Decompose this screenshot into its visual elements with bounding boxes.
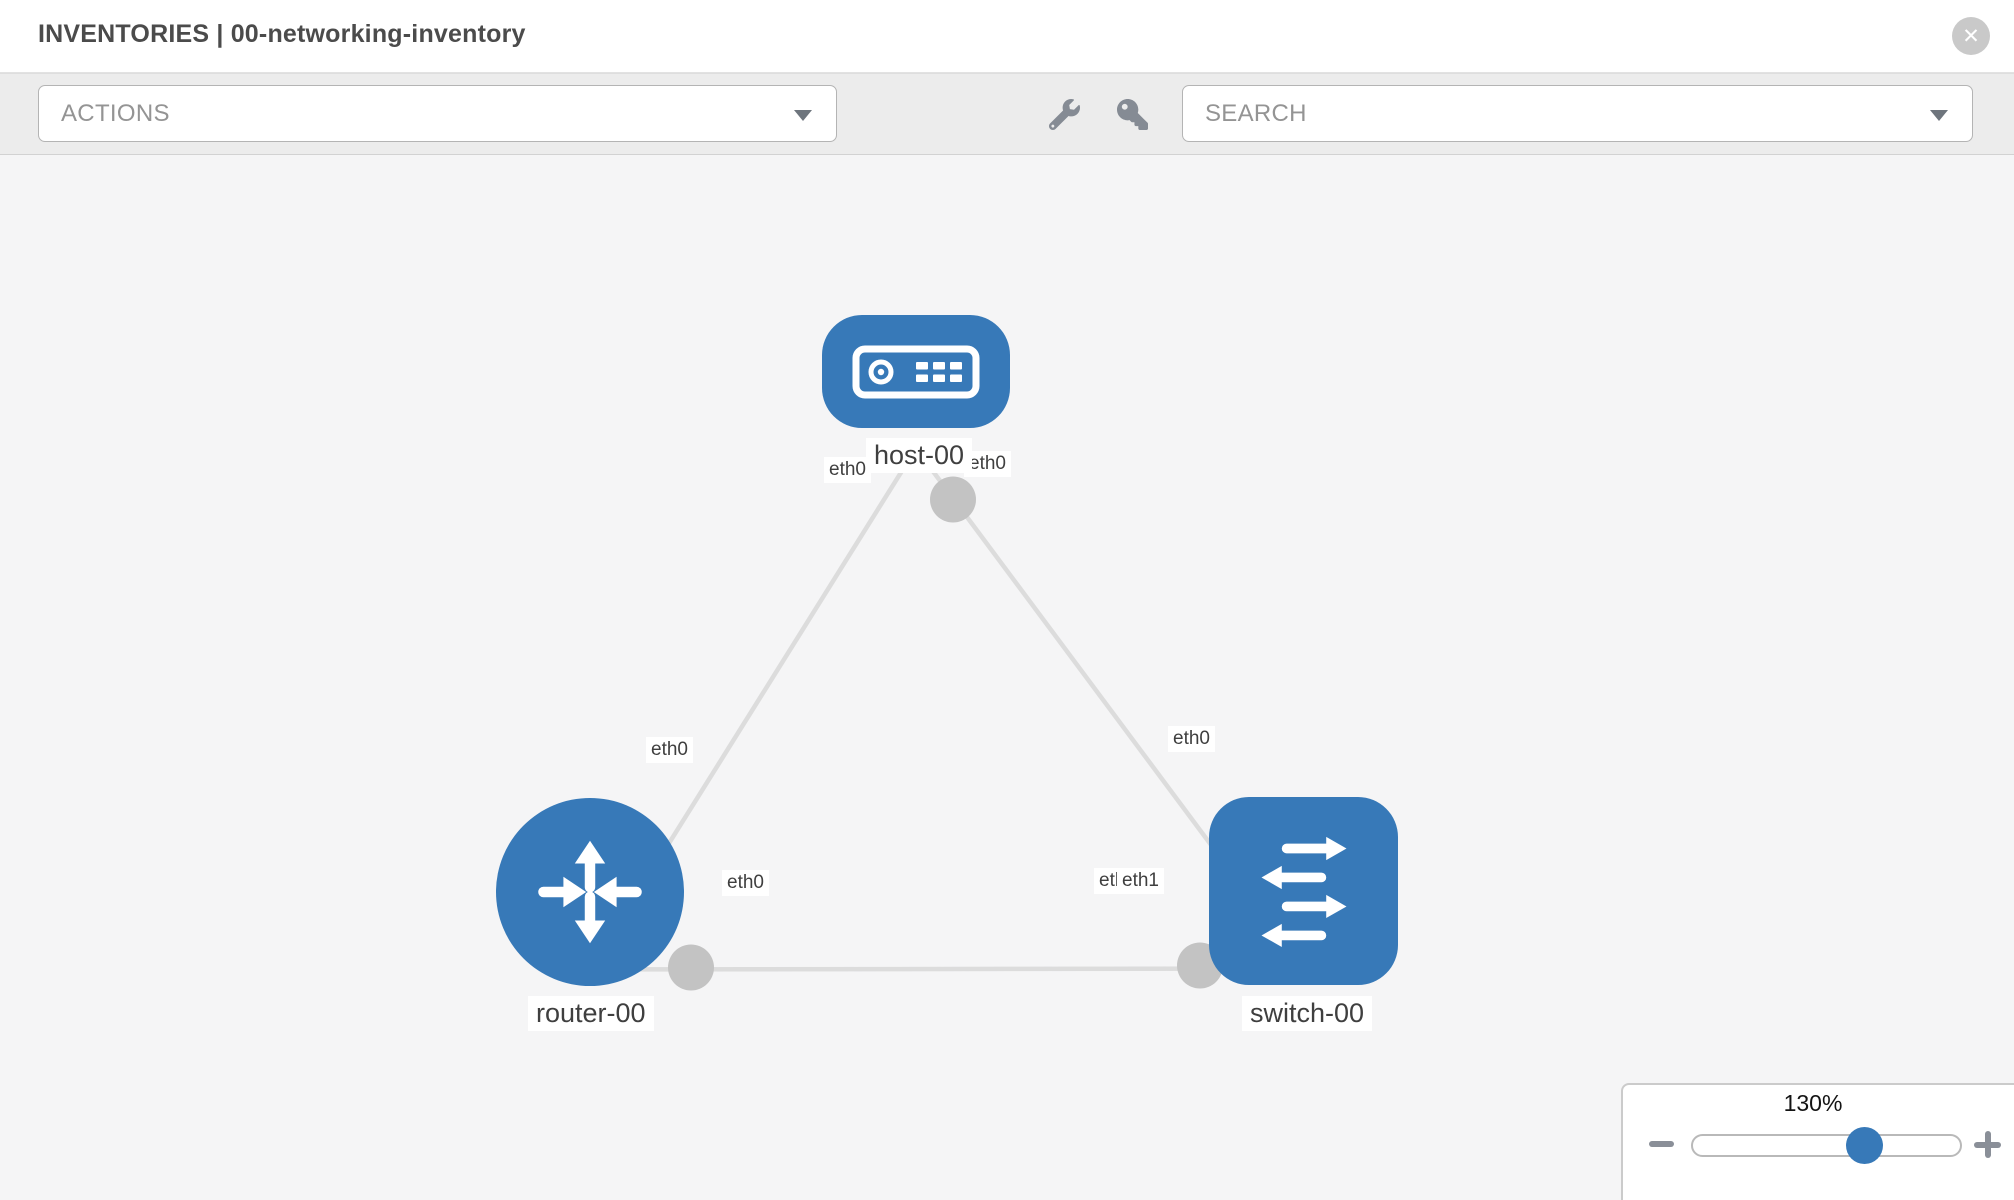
node-router-00[interactable] (496, 798, 684, 986)
zoom-out-button[interactable] (1647, 1135, 1677, 1155)
zoom-level-label: 130% (1783, 1090, 1843, 1116)
zoom-slider-handle[interactable] (1846, 1127, 1883, 1164)
node-label-host: host-00 (866, 438, 973, 473)
router-icon (538, 840, 642, 944)
page-title: INVENTORIES | 00-networking-inventory (38, 20, 526, 48)
port-label-router-eth0-to-host: eth0 (646, 737, 693, 763)
topology-links-layer (588, 447, 1305, 991)
port-label-switch-eth0-to-host: eth0 (1168, 726, 1215, 752)
port-label-switch-eth1: eth1 (1117, 868, 1164, 894)
switch-icon (1260, 836, 1347, 948)
toolbar: ACTIONS SEARCH (0, 73, 2014, 155)
chevron-down-icon (1930, 110, 1948, 121)
actions-dropdown[interactable]: ACTIONS (38, 85, 837, 142)
actions-dropdown-label: ACTIONS (61, 99, 170, 127)
chevron-down-icon (794, 110, 812, 121)
close-button[interactable]: ✕ (1952, 17, 1990, 55)
search-placeholder: SEARCH (1205, 99, 1307, 127)
node-switch-00[interactable] (1209, 797, 1398, 985)
node-host-00[interactable] (822, 315, 1010, 428)
wrench-icon (1048, 98, 1080, 130)
key-icon (1116, 98, 1148, 130)
credentials-button[interactable] (1112, 94, 1152, 134)
zoom-control-panel: 130% (1621, 1083, 2014, 1200)
zoom-slider-track[interactable] (1691, 1134, 1962, 1157)
plus-icon (1984, 1131, 1991, 1158)
port-label-router-eth0-to-switch: eth0 (722, 870, 769, 896)
search-dropdown[interactable]: SEARCH (1182, 85, 1973, 142)
interface-connector-host (930, 476, 976, 523)
tools-button[interactable] (1044, 94, 1084, 134)
header: INVENTORIES | 00-networking-inventory ✕ (0, 0, 2014, 73)
topology-canvas[interactable] (0, 155, 2014, 1200)
minus-icon (1649, 1141, 1674, 1147)
node-label-router: router-00 (528, 996, 654, 1031)
port-label-host-eth0-to-router: eth0 (824, 457, 871, 483)
close-icon: ✕ (1962, 24, 1980, 48)
interface-connector-router (668, 944, 714, 991)
host-device-icon (852, 345, 980, 398)
node-label-switch: switch-00 (1242, 996, 1373, 1031)
zoom-in-button[interactable] (1973, 1130, 2003, 1160)
